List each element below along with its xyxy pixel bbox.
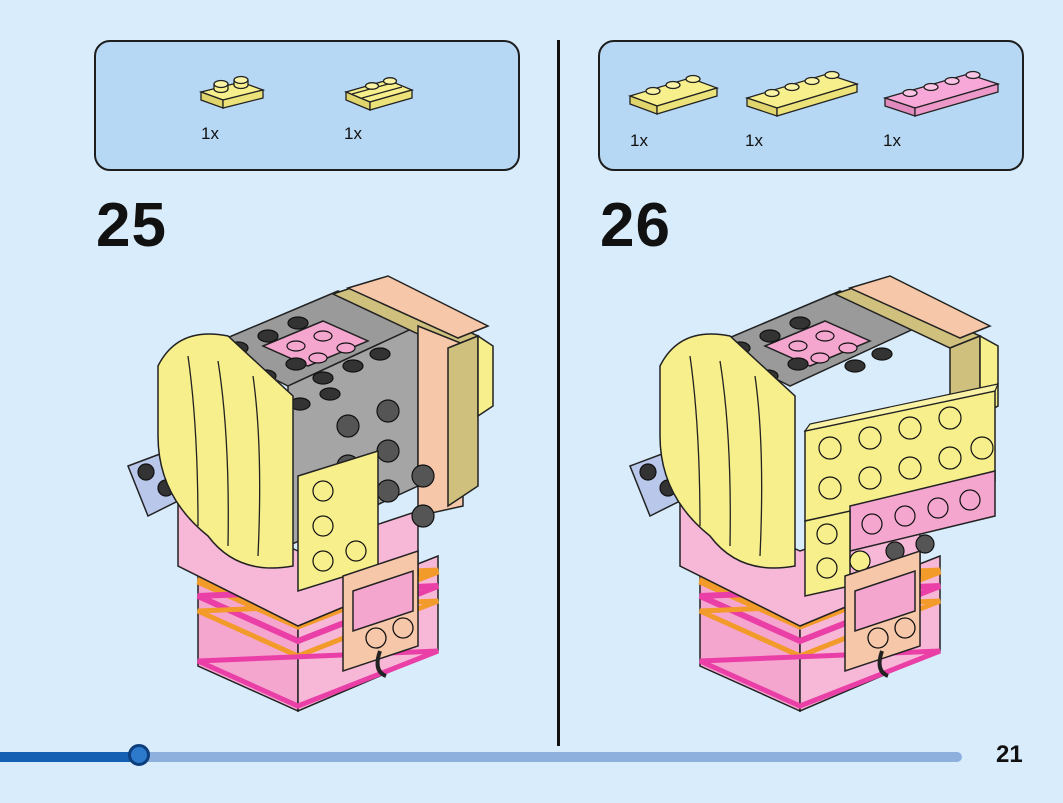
part-plate-1x3-yellow: 1x — [625, 42, 765, 171]
part-quantity: 1x — [745, 131, 763, 150]
part-quantity: 1x — [344, 124, 362, 143]
step-number: 26 — [600, 191, 671, 260]
part-quantity: 1x — [201, 124, 219, 143]
plate-1x2-icon — [198, 75, 266, 109]
progress-track[interactable] — [0, 744, 962, 766]
parts-callout-step-25: 1x 1x — [94, 40, 520, 171]
part-plate-1x4-pink: 1x — [880, 42, 1020, 171]
progress-fill — [0, 752, 139, 762]
part-plate-1x2-rail-yellow: 1x — [336, 42, 476, 171]
build-model-step-26 — [629, 275, 1000, 713]
plate-1x2-rail-icon — [344, 77, 414, 111]
parts-callout-step-26: 1x 1x 1x — [598, 40, 1024, 171]
plate-1x3-icon — [627, 74, 720, 115]
progress-handle[interactable] — [128, 744, 150, 766]
plate-1x4-icon — [882, 70, 1001, 117]
part-quantity: 1x — [630, 131, 648, 150]
page-divider — [557, 40, 560, 746]
page-number: 21 — [996, 741, 1023, 768]
plate-1x4-icon — [744, 70, 860, 117]
part-plate-1x2-yellow: 1x — [191, 42, 331, 171]
part-plate-1x4-yellow: 1x — [742, 42, 882, 171]
step-number: 25 — [96, 191, 167, 260]
part-quantity: 1x — [883, 131, 901, 150]
build-model-step-25 — [127, 275, 494, 713]
